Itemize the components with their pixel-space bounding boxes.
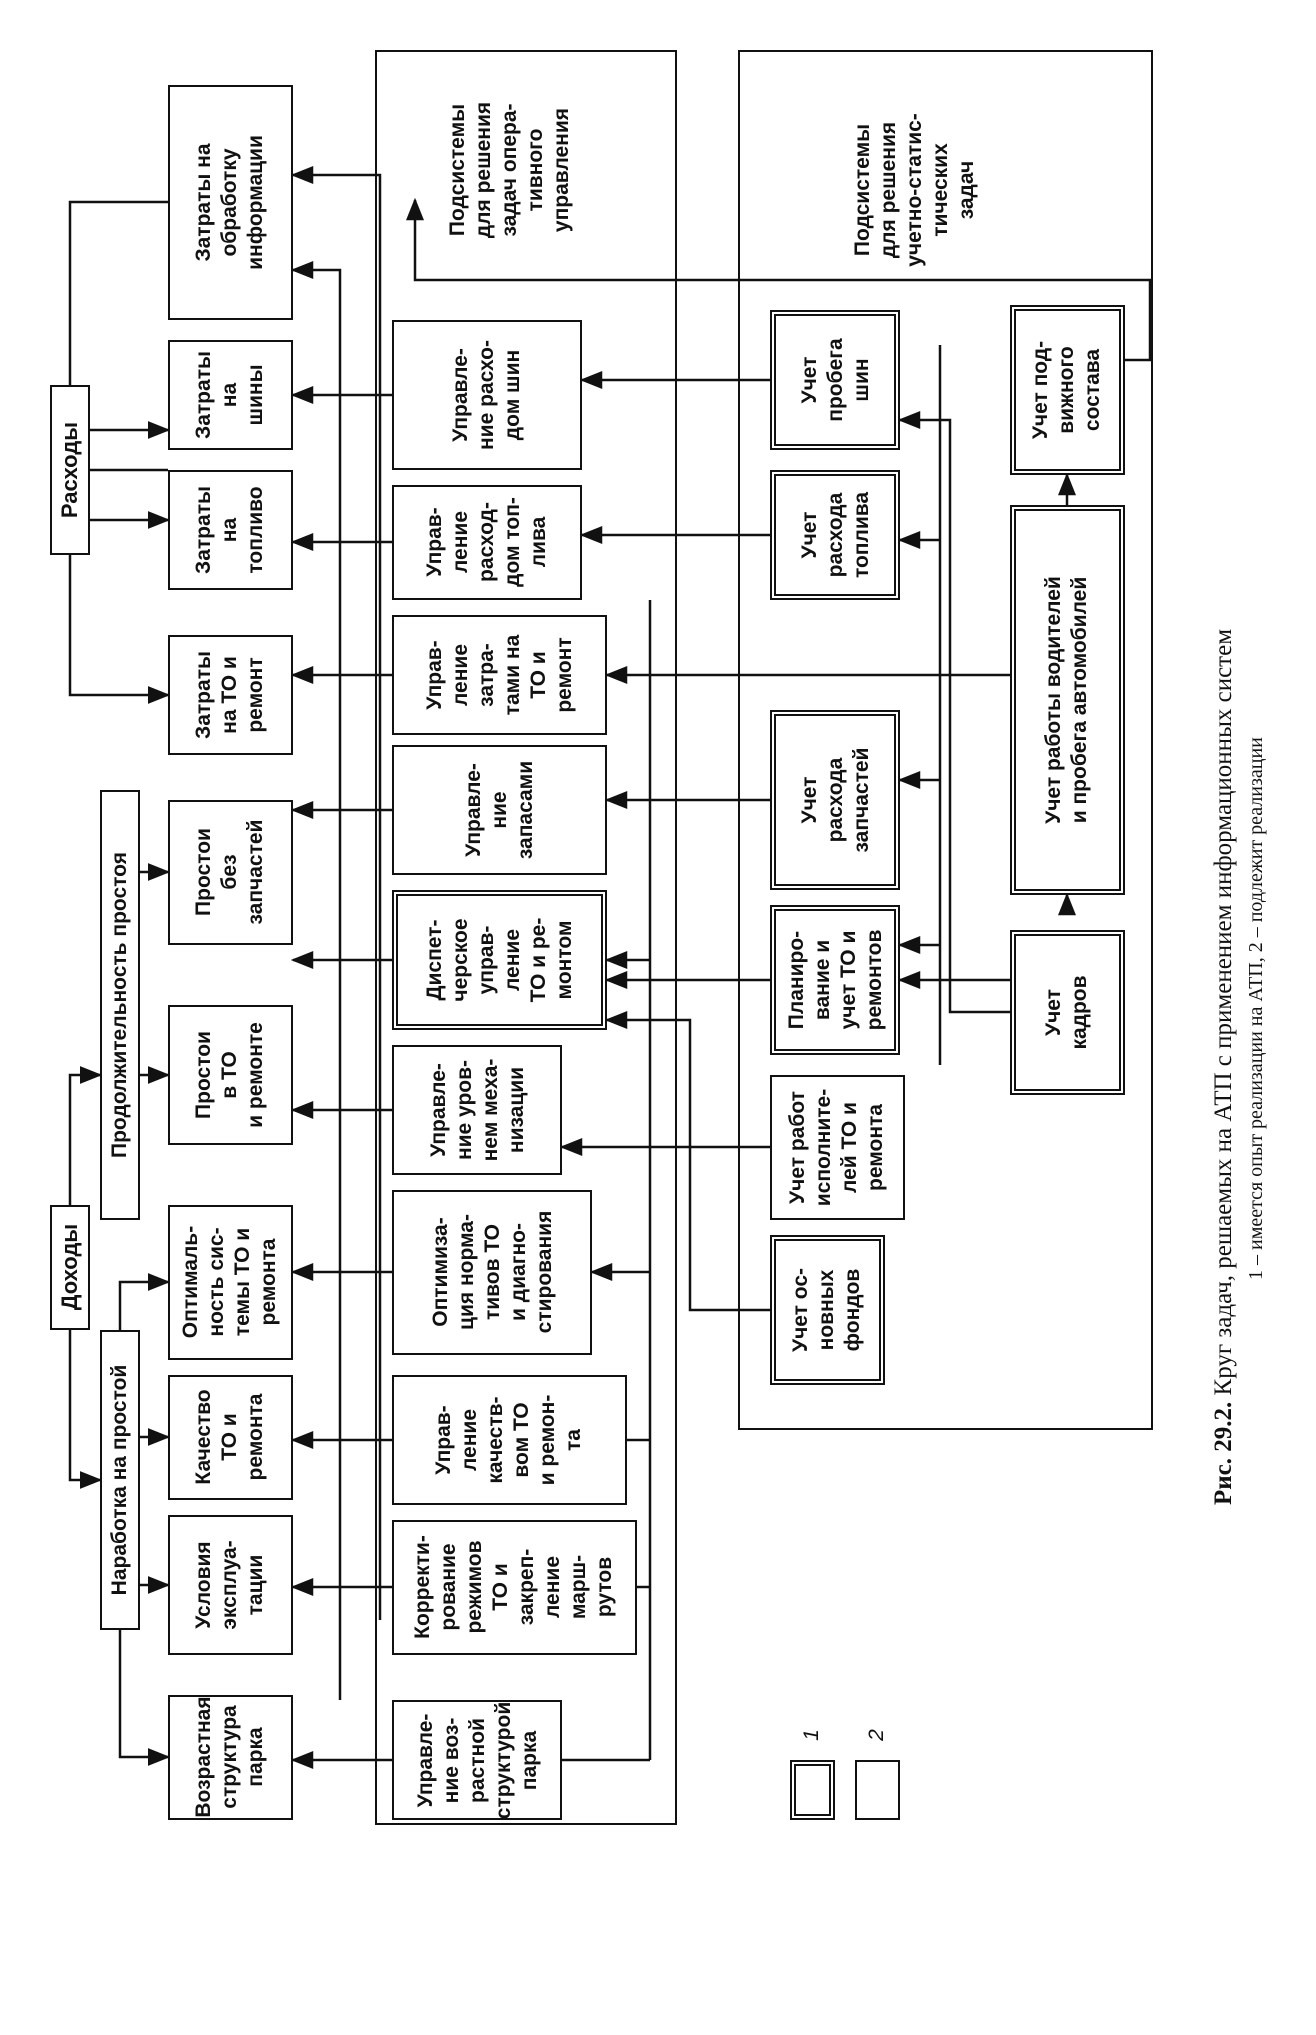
op-tire-management bbox=[392, 320, 582, 470]
downtime-box bbox=[100, 790, 140, 1220]
op-label: Управле- ние расхо- дом шин bbox=[449, 340, 524, 450]
acc-label: Учет расхода топлива bbox=[797, 491, 872, 579]
op-label: Управ- ление качеств- вом ТО и ремон- та bbox=[432, 1394, 585, 1486]
factor-downtime-maintenance bbox=[168, 1005, 293, 1145]
factor-label: Затраты на топливо bbox=[192, 486, 267, 574]
op-label: Управле- ние запасами bbox=[461, 760, 536, 860]
expenses-label: Расходы bbox=[57, 421, 82, 519]
op-label: Управ- ление затра- тами на ТО и ремонт bbox=[422, 634, 575, 716]
factor-cost-fuel bbox=[168, 470, 293, 590]
acc-label: Учет кадров bbox=[1042, 974, 1091, 1050]
incomes-box bbox=[50, 1205, 90, 1330]
op-mechanization bbox=[392, 1045, 562, 1175]
operational-subsystems-frame bbox=[375, 50, 677, 1825]
op-norm-optimization bbox=[392, 1190, 592, 1355]
accounting-subsystems-title: Подсистемы для решения учетно-статис- ти… bbox=[851, 113, 978, 267]
acc-label: Учет пробега шин bbox=[797, 338, 872, 422]
connector-26 bbox=[290, 166, 382, 1620]
op-quality-management bbox=[392, 1375, 627, 1505]
factor-maintenance-optimality bbox=[168, 1205, 293, 1360]
acc-driver-work bbox=[1010, 505, 1125, 895]
caption-title: Круг задач, решаемых на АТП с применение… bbox=[1210, 628, 1237, 1396]
op-label: Корректи- рование режимов ТО и закреп- л… bbox=[411, 1535, 616, 1639]
legend-label-2: 2 bbox=[865, 1729, 888, 1741]
factor-label: Затраты на обработку информации bbox=[192, 134, 267, 270]
acc-rolling-stock bbox=[1010, 305, 1125, 475]
legend-swatch-planned bbox=[855, 1760, 900, 1820]
connector-0 bbox=[68, 555, 171, 704]
factor-label: Простои в ТО и ремонте bbox=[192, 1022, 267, 1128]
acc-tire-mileage bbox=[770, 310, 900, 450]
op-label: Управле- ние уров- нем меха- низации bbox=[426, 1058, 527, 1162]
factor-cost-maintenance bbox=[168, 635, 293, 755]
acc-label: Учет ос- новных фондов bbox=[789, 1268, 864, 1352]
figure-caption: Рис. 29.2. Круг задач, решаемых на АТП с… bbox=[1210, 629, 1238, 1505]
acc-fixed-assets bbox=[770, 1235, 885, 1385]
factor-age-structure bbox=[168, 1695, 293, 1820]
acc-fuel-consumption bbox=[770, 470, 900, 600]
op-age-structure bbox=[392, 1700, 562, 1820]
acc-label: Учет работы водителей и пробега автомоби… bbox=[1042, 576, 1091, 824]
factor-label: Затраты на шины bbox=[192, 351, 267, 439]
acc-parts-consumption bbox=[770, 710, 900, 890]
connector-44 bbox=[406, 197, 1152, 362]
op-fuel-management bbox=[392, 485, 582, 600]
connector-9 bbox=[68, 1066, 103, 1205]
connector-14 bbox=[118, 1273, 171, 1330]
caption-note: 1 – имеется опыт реализации на АТП, 2 – … bbox=[1245, 737, 1267, 1280]
mtbf-box bbox=[100, 1330, 140, 1630]
factor-cost-information bbox=[168, 85, 293, 320]
connector-2 bbox=[68, 200, 168, 385]
acc-label: Учет под- вижного состава bbox=[1029, 340, 1104, 440]
acc-label: Учет расхода запчастей bbox=[797, 747, 872, 853]
connector-38 bbox=[604, 1011, 770, 1312]
acc-label: Учет работ исполните- лей ТО и ремонта bbox=[786, 1088, 887, 1206]
expenses-box bbox=[50, 385, 90, 555]
connector-40 bbox=[897, 411, 1010, 1014]
caption-label: Рис. 29.2. bbox=[1210, 1401, 1237, 1505]
connector-10 bbox=[68, 1330, 103, 1489]
mtbf-label: Наработка на простой bbox=[108, 1364, 131, 1596]
acc-maintenance-planning bbox=[770, 905, 900, 1055]
acc-personnel bbox=[1010, 930, 1125, 1095]
operational-subsystems-title: Подсистемы для решения задач опера- тивн… bbox=[446, 101, 573, 239]
factor-downtime-no-parts bbox=[168, 800, 293, 945]
factor-label: Возрастная структура парка bbox=[192, 1696, 267, 1818]
downtime-label: Продолжительность простоя bbox=[108, 852, 131, 1158]
acc-label: Планиро- вание и учет ТО и ремонтов bbox=[784, 929, 885, 1031]
factor-label: Простои без запчастей bbox=[192, 819, 267, 925]
accounting-subsystems-frame bbox=[738, 50, 1153, 1430]
op-label: Оптимиза- ция норма- тивов ТО и диагно- … bbox=[428, 1210, 555, 1334]
op-maintenance-costs bbox=[392, 615, 607, 735]
op-route-adjustment bbox=[392, 1520, 637, 1655]
connector-11 bbox=[118, 1630, 171, 1766]
factor-label: Затраты на ТО и ремонт bbox=[192, 651, 267, 739]
factor-label: Оптималь- ность сис- темы ТО и ремонта bbox=[179, 1225, 280, 1339]
op-label: Диспет- черское управ- ление ТО и ре- мо… bbox=[422, 917, 575, 1003]
factor-cost-tires bbox=[168, 340, 293, 450]
factor-maintenance-quality bbox=[168, 1375, 293, 1500]
op-inventory-management bbox=[392, 745, 607, 875]
connector-25 bbox=[290, 261, 342, 1700]
factor-label: Условия эксплуа- тации bbox=[192, 1540, 267, 1630]
acc-worker-records bbox=[770, 1075, 905, 1220]
figure-caption-note: 1 – имеется опыт реализации на АТП, 2 – … bbox=[1245, 737, 1268, 1280]
legend-label-1: 1 bbox=[800, 1729, 823, 1741]
factor-label: Качество ТО и ремонта bbox=[192, 1389, 267, 1485]
op-label: Управ- ление расход- дом топ- лива bbox=[423, 497, 550, 587]
legend-swatch-implemented bbox=[790, 1760, 835, 1820]
factor-operating-conditions bbox=[168, 1515, 293, 1655]
op-dispatch-control bbox=[392, 890, 607, 1030]
incomes-label: Доходы bbox=[57, 1223, 82, 1311]
op-label: Управле- ние воз- растной структурой пар… bbox=[413, 1701, 540, 1819]
